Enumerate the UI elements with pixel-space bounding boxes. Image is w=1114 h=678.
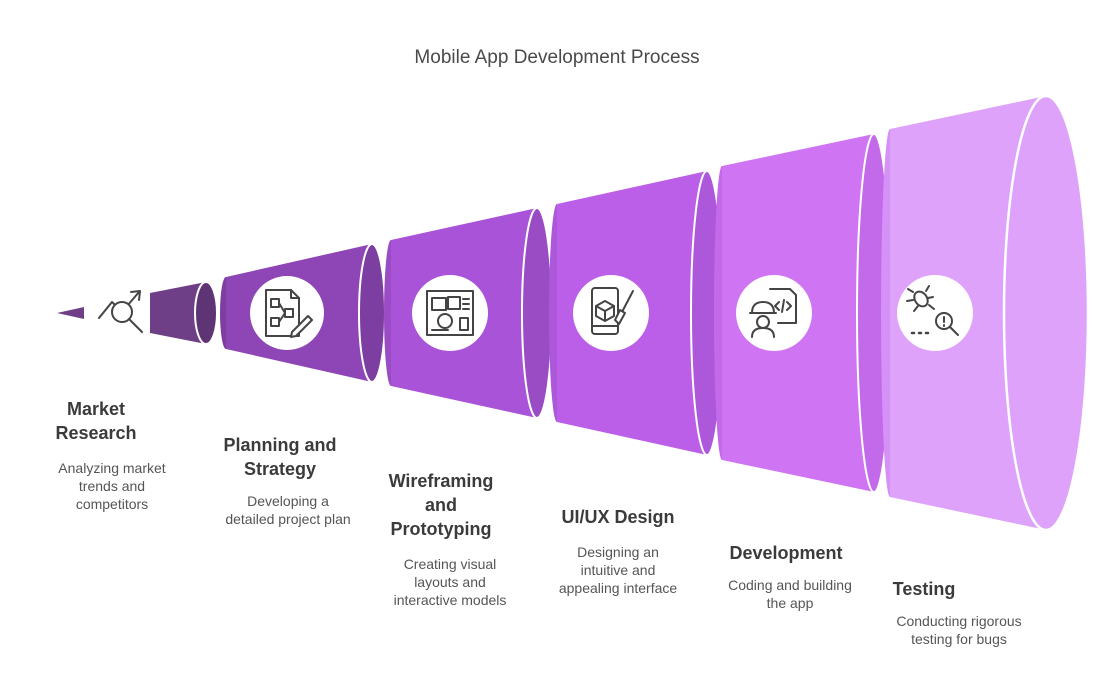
funnel-tip [57,307,84,319]
stage-desc-planning: Developing a detailed project plan [225,493,351,527]
stage-label-testing: Testing [892,579,956,599]
stage-label-planning: Planning and Strategy [223,435,337,479]
stage-desc-testing: Conducting rigorous testing for bugs [896,613,1022,647]
developer-code-icon [736,275,812,351]
diagram-title: Mobile App Development Process [414,47,700,68]
stage-label-market-research: Market Research [55,399,137,443]
stage-desc-development: Coding and building the app [728,577,852,611]
bug-search-icon [897,275,973,351]
stage-desc-market-research: Analyzing market trends and competitors [58,460,166,512]
project-plan-document-icon [250,276,324,350]
stage-label-wireframing: Wireframing and Prototyping [388,471,494,539]
ui-design-phone-brush-icon [573,275,649,351]
market-trend-search-icon [98,290,143,333]
stage-label-uiux: UI/UX Design [561,507,675,527]
funnel-segment-market-research [150,281,218,345]
stage-label-development: Development [729,543,843,563]
stage-desc-wireframing: Creating visual layouts and interactive … [393,556,507,608]
wireframe-layout-icon [412,275,488,351]
stage-desc-uiux: Designing an intuitive and appealing int… [558,544,678,596]
